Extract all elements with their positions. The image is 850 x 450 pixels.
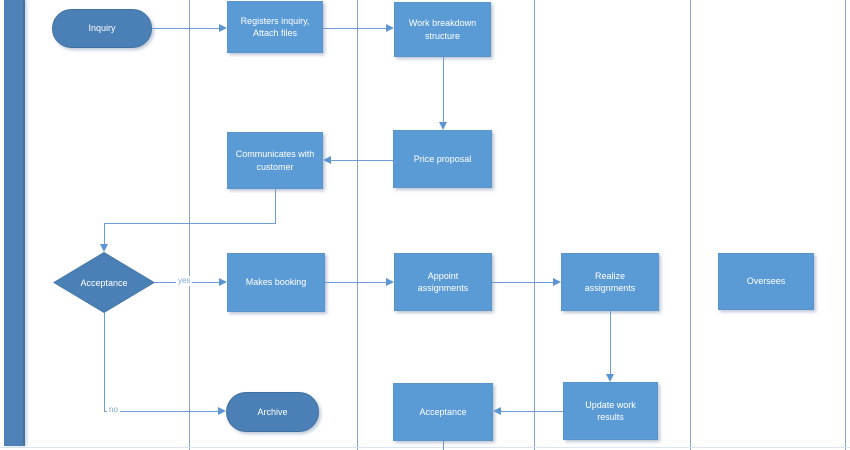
connector-segment <box>443 57 444 123</box>
node-label: Price proposal <box>413 153 472 164</box>
node-archive[interactable]: Archive <box>226 392 319 432</box>
node-label: assignments <box>417 283 469 293</box>
edge-label-yes: yes <box>176 276 193 286</box>
node-oversees[interactable]: Oversees <box>718 253 814 310</box>
node-label: results <box>597 412 624 422</box>
connector-segment <box>323 28 387 29</box>
connector-segment <box>152 28 220 29</box>
node-label: assignments <box>584 283 636 293</box>
node-update-work-results[interactable]: Update work results <box>563 382 658 440</box>
node-work-breakdown[interactable]: Work breakdown structure <box>394 2 491 57</box>
node-label: Inquiry <box>88 23 116 34</box>
connector-segment <box>104 223 105 245</box>
node-acceptance-decision[interactable]: Acceptance <box>53 252 155 313</box>
arrowhead-icon <box>218 407 226 415</box>
arrowhead-icon <box>219 278 227 286</box>
connector-segment <box>443 441 444 450</box>
connector-segment <box>610 311 611 375</box>
node-label: Update work <box>585 399 636 410</box>
edge-label-no: no <box>107 405 120 415</box>
swimlane-divider <box>189 0 190 450</box>
swimlane-header-bar <box>4 0 25 446</box>
connector-segment <box>492 282 554 283</box>
arrowhead-icon <box>606 374 614 382</box>
node-label: Work breakdown <box>408 18 477 29</box>
node-communicates-customer[interactable]: Communicates with customer <box>227 132 323 189</box>
swimlane-divider <box>534 0 535 450</box>
node-makes-booking[interactable]: Makes booking <box>227 253 325 312</box>
arrowhead-icon <box>323 156 331 164</box>
connector-segment <box>104 223 276 224</box>
swimlane-divider <box>357 0 358 450</box>
node-appoint-assignments[interactable]: Appoint assignments <box>394 253 492 311</box>
node-acceptance-review[interactable]: Acceptance <box>393 383 493 441</box>
node-label: Archive <box>257 406 288 417</box>
arrowhead-icon <box>219 24 227 32</box>
arrowhead-icon <box>386 24 394 32</box>
connector-segment <box>330 160 393 161</box>
arrowhead-icon <box>100 244 108 252</box>
node-inquiry[interactable]: Inquiry <box>52 9 152 48</box>
connector-segment <box>104 311 105 412</box>
arrowhead-icon <box>439 122 447 130</box>
arrowhead-icon <box>553 278 561 286</box>
connector-segment <box>275 189 276 224</box>
swimlane-divider <box>690 0 691 450</box>
node-label: customer <box>256 161 294 172</box>
node-label: Appoint <box>427 270 459 281</box>
node-label: Registers inquiry, <box>240 15 310 26</box>
node-label: Communicates with <box>235 149 315 160</box>
frame-bottom-edge <box>0 447 850 448</box>
connector-segment <box>500 411 563 412</box>
node-label: Realize <box>594 270 625 281</box>
arrowhead-icon <box>493 407 501 415</box>
node-label: Acceptance <box>419 406 467 417</box>
node-label: Attach files <box>252 28 298 38</box>
node-label: Oversees <box>746 276 786 287</box>
arrowhead-icon <box>386 278 394 286</box>
node-registers-inquiry[interactable]: Registers inquiry, Attach files <box>227 1 323 53</box>
node-realize-assignments[interactable]: Realize assignments <box>561 253 659 311</box>
node-label: structure <box>424 30 460 41</box>
node-label: Acceptance <box>80 277 128 288</box>
connector-segment <box>104 411 219 412</box>
connector-segment <box>325 282 387 283</box>
node-label: Makes booking <box>245 277 307 288</box>
swimlane-divider <box>845 0 846 450</box>
node-price-proposal[interactable]: Price proposal <box>393 130 492 188</box>
